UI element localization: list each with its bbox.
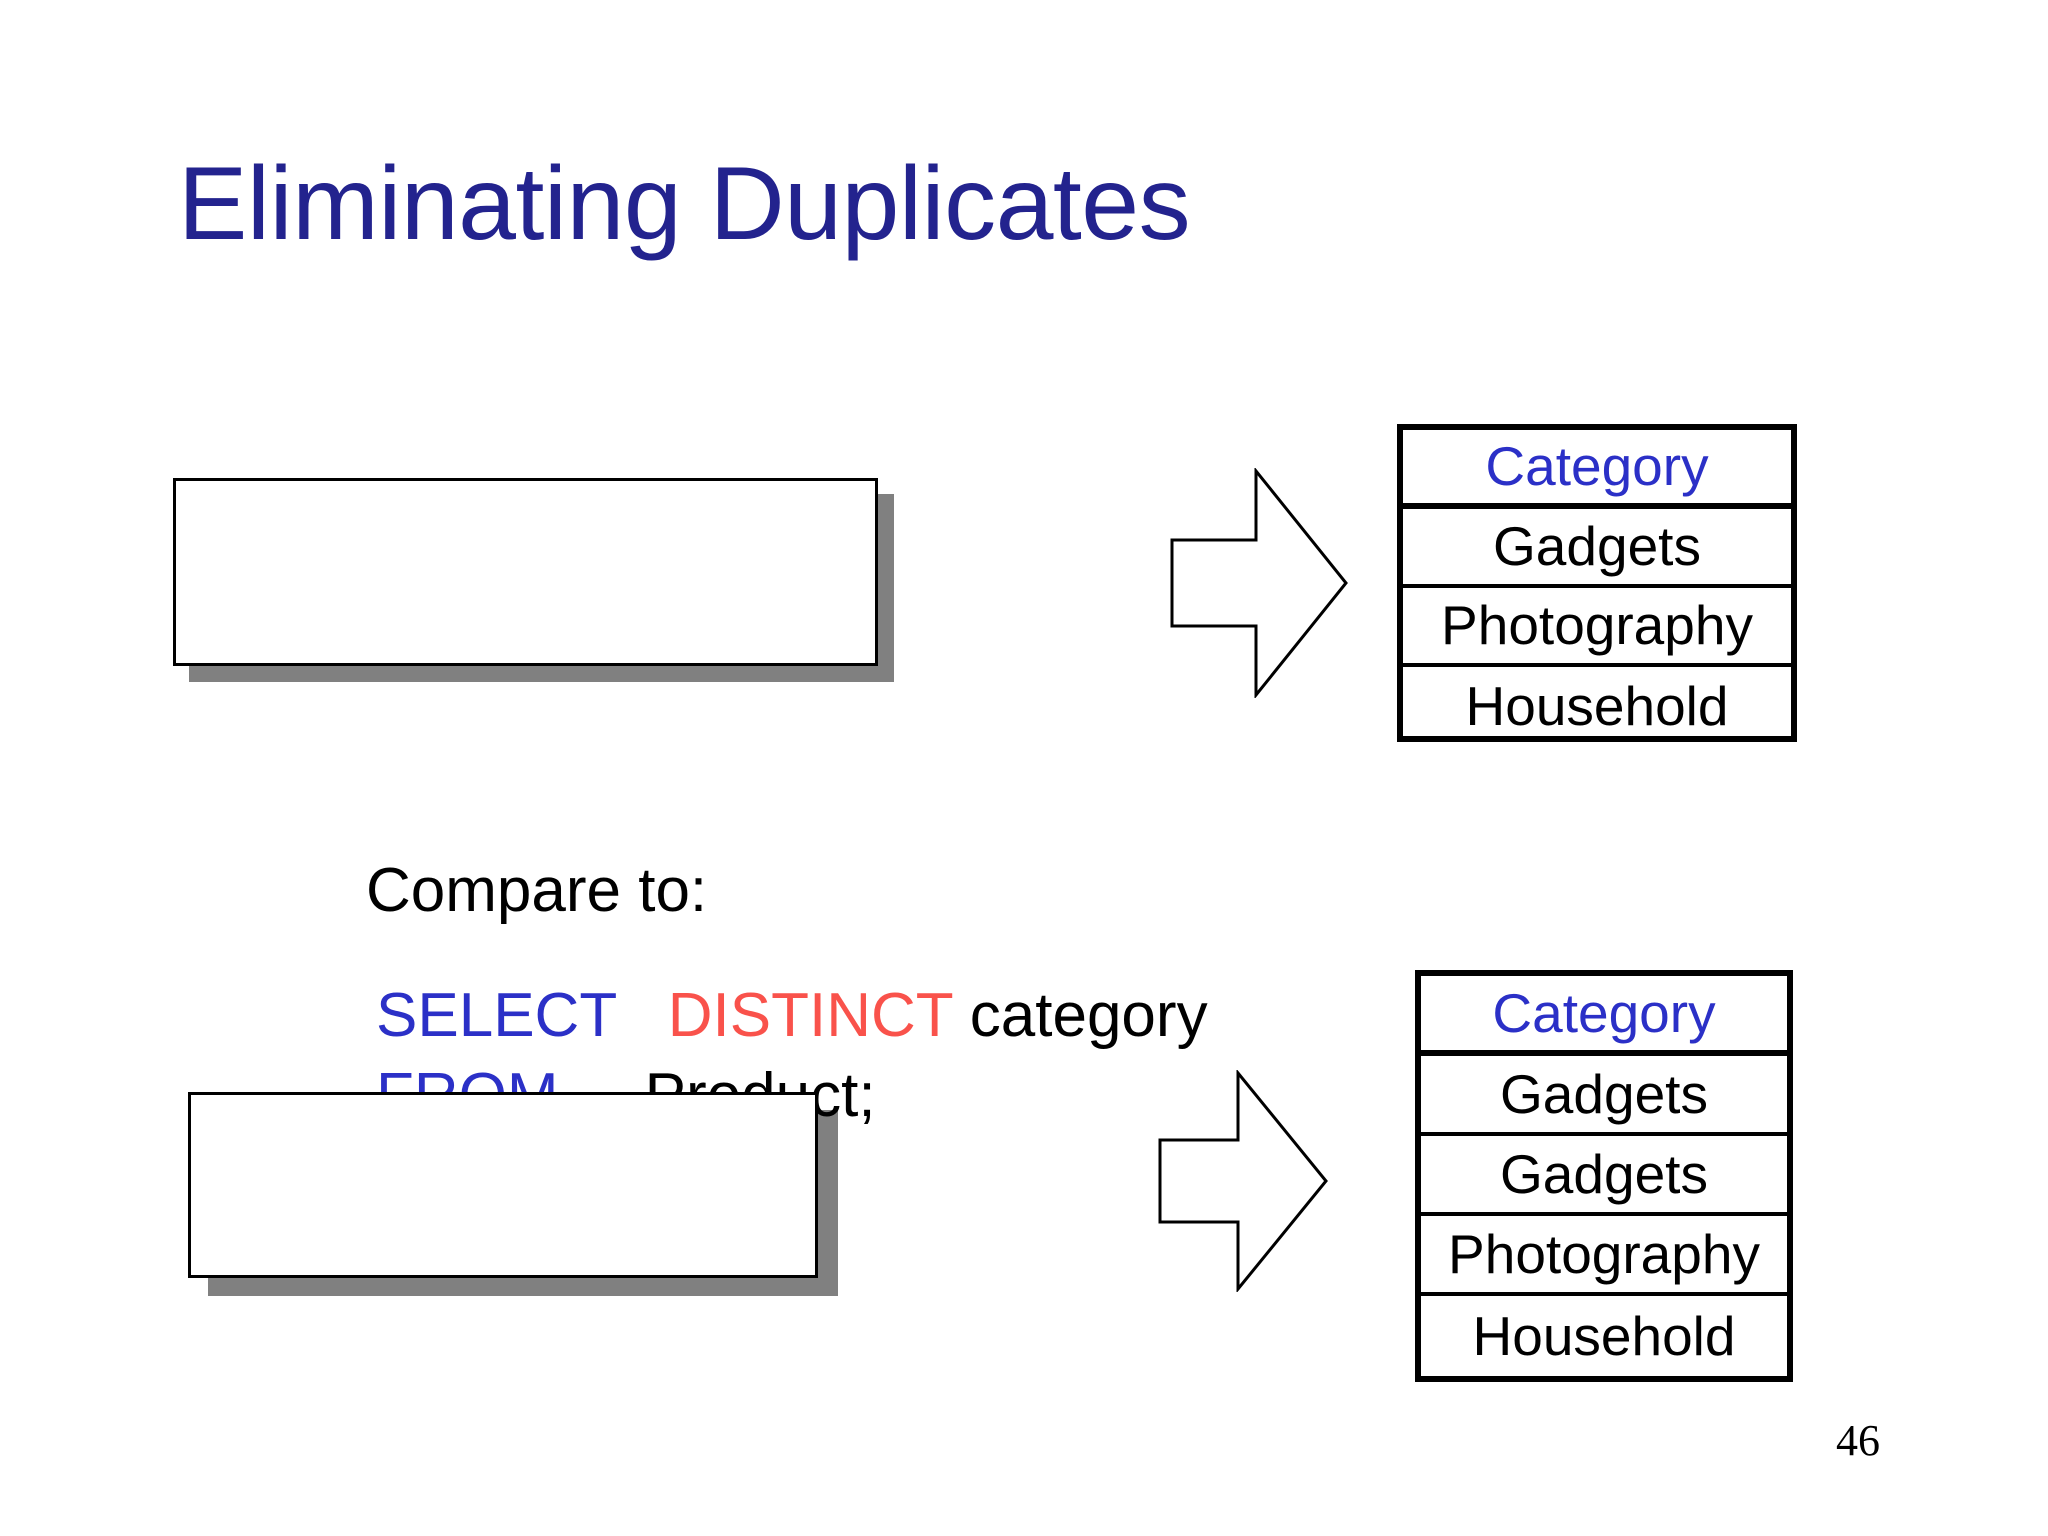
result-table-plain: Category Gadgets Gadgets Photography Hou… (1415, 970, 1793, 1382)
arrow-right-icon-distinct (1170, 468, 1348, 698)
code-gap (953, 981, 970, 1050)
sql-column-category: category (969, 981, 1208, 1050)
result-table-distinct: Category Gadgets Photography Household (1397, 424, 1797, 742)
table-row: Gadgets (1403, 509, 1791, 588)
table-row: Photography (1403, 588, 1791, 667)
table-row: Gadgets (1421, 1136, 1787, 1216)
sql-keyword-select: SELECT (376, 981, 617, 1050)
code-box-select-plain: SELECT category FROM Product; (188, 1092, 818, 1278)
table-row: Household (1465, 675, 1729, 737)
table-header-category: Category (1421, 976, 1787, 1056)
table-row: Household (1472, 1304, 1736, 1367)
page-title: Eliminating Duplicates (178, 146, 1191, 262)
table-row: Photography (1421, 1216, 1787, 1296)
code-gap (616, 981, 668, 1050)
sql-keyword-distinct: DISTINCT (667, 981, 953, 1050)
arrow-right-icon-plain (1158, 1070, 1328, 1292)
code-line-select-distinct: SELECT DISTINCT category (376, 985, 1208, 1047)
compare-to-label: Compare to: (366, 856, 708, 925)
table-header-category: Category (1403, 430, 1791, 509)
code-box-select-distinct: SELECT DISTINCT category FROM Product; (173, 478, 1208, 1127)
page-number: 46 (1836, 1416, 1880, 1465)
table-row: Gadgets (1421, 1056, 1787, 1136)
